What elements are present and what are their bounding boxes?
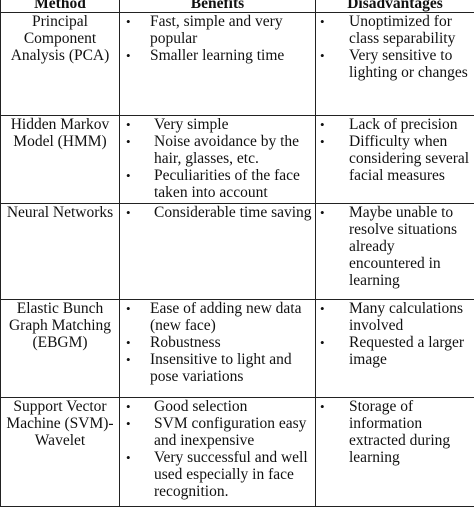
list-item: • Good selection: [120, 398, 315, 415]
disadvantages-cell: • Storage of information extracted during…: [315, 397, 474, 507]
method-cell: Principal Component Analysis (PCA): [0, 12, 120, 116]
disadvantages-list: • Maybe unable to resolve situations alre…: [316, 204, 474, 289]
bullet-icon: •: [320, 399, 325, 414]
benefit-text: Ease of adding new data (new face): [150, 300, 302, 334]
bullet-icon: •: [126, 134, 131, 149]
benefits-list: • Fast, simple and very popular • Smaller …: [120, 13, 315, 64]
list-item: • Lack of precision: [316, 116, 474, 133]
disadvantages-list: • Unoptimized for class separability • Ver…: [316, 13, 474, 81]
method-cell: Hidden Markov Model (HMM): [0, 115, 120, 204]
disadvantages-cell: • Many calculations involved • Requested a…: [315, 299, 474, 398]
benefits-list: • Good selection • SVM configuration easy …: [120, 398, 315, 500]
list-item: • Smaller learning time: [120, 47, 315, 64]
benefits-list: • Very simple • Noise avoidance by the hai…: [120, 116, 315, 201]
list-item: • Insensitive to light and pose variation…: [120, 351, 315, 385]
benefits-list: • Considerable time saving: [120, 204, 315, 221]
bullet-icon: •: [320, 14, 325, 29]
benefits-cell: • Ease of adding new data (new face) • Rob…: [119, 299, 316, 398]
bullet-icon: •: [126, 399, 131, 414]
list-item: • Ease of adding new data (new face): [120, 300, 315, 334]
bullet-icon: •: [320, 335, 325, 350]
list-item: • Unoptimized for class separability: [316, 13, 474, 47]
list-item: • Difficulty when considering several fac…: [316, 133, 474, 184]
disadvantages-list: • Many calculations involved • Requested a…: [316, 300, 474, 368]
benefit-text: Insensitive to light and pose variations: [150, 351, 292, 385]
disadvantages-list: • Lack of precision • Difficulty when cons…: [316, 116, 474, 184]
list-item: • Very simple: [120, 116, 315, 133]
disadvantage-text: Requested a larger image: [349, 334, 465, 368]
disadvantages-cell: • Maybe unable to resolve situations alre…: [315, 203, 474, 300]
list-item: • Fast, simple and very popular: [120, 13, 315, 47]
benefit-text: Noise avoidance by the hair, glasses, et…: [154, 133, 300, 167]
disadvantages-cell: • Unoptimized for class separability • Ver…: [315, 12, 474, 116]
list-item: • Peculiarities of the face taken into ac…: [120, 167, 315, 201]
table-row: Neural Networks • Considerable time savin…: [0, 203, 474, 300]
disadvantage-text: Very sensitive to lighting or changes: [349, 47, 468, 81]
disadvantages-list: • Storage of information extracted during…: [316, 398, 474, 466]
benefits-list: • Ease of adding new data (new face) • Rob…: [120, 300, 315, 385]
benefit-text: Peculiarities of the face taken into acc…: [154, 167, 300, 201]
list-item: • Very sensitive to lighting or changes: [316, 47, 474, 81]
bullet-icon: •: [126, 14, 131, 29]
disadvantage-text: Unoptimized for class separability: [349, 13, 456, 47]
list-item: • Robustness: [120, 334, 315, 351]
bullet-icon: •: [320, 117, 325, 132]
disadvantage-text: Maybe unable to resolve situations alrea…: [349, 204, 458, 289]
bullet-icon: •: [126, 168, 131, 183]
disadvantage-text: Lack of precision: [349, 116, 458, 133]
disadvantages-cell: • Lack of precision • Difficulty when cons…: [315, 115, 474, 204]
disadvantage-text: Many calculations involved: [349, 300, 464, 334]
list-item: • Very successful and well used especiall…: [120, 449, 315, 500]
bullet-icon: •: [320, 205, 325, 220]
list-item: • Many calculations involved: [316, 300, 474, 334]
method-cell: Neural Networks: [0, 203, 120, 300]
list-item: • SVM configuration easy and inexpensive: [120, 415, 315, 449]
table-row: Hidden Markov Model (HMM) • Very simple •…: [0, 115, 474, 204]
table-row: Elastic Bunch Graph Matching (EBGM) • Eas…: [0, 299, 474, 398]
benefit-text: Very simple: [154, 116, 229, 133]
benefits-cell: • Fast, simple and very popular • Smaller …: [119, 12, 316, 116]
benefits-cell: • Considerable time saving: [119, 203, 316, 300]
header-benefits: Benefits: [119, 0, 316, 13]
benefit-text: Smaller learning time: [150, 47, 285, 64]
list-item: • Maybe unable to resolve situations alre…: [316, 204, 474, 289]
benefit-text: Considerable time saving: [154, 204, 312, 221]
bullet-icon: •: [126, 205, 131, 220]
bullet-icon: •: [126, 117, 131, 132]
bullet-icon: •: [320, 48, 325, 63]
table-row: Principal Component Analysis (PCA) • Fast…: [0, 12, 474, 116]
header-disadvantages: Disadvantages: [315, 0, 474, 13]
table-row: Support Vector Machine (SVM)-Wavelet • Go…: [0, 397, 474, 507]
header-row: Method Benefits Disadvantages: [0, 0, 474, 13]
bullet-icon: •: [126, 416, 131, 431]
benefit-text: Very successful and well used especially…: [154, 449, 308, 500]
list-item: • Requested a larger image: [316, 334, 474, 368]
benefits-cell: • Very simple • Noise avoidance by the hai…: [119, 115, 316, 204]
benefit-text: Robustness: [150, 334, 221, 351]
list-item: • Storage of information extracted during…: [316, 398, 474, 466]
disadvantage-text: Storage of information extracted during …: [349, 398, 451, 466]
bullet-icon: •: [320, 301, 325, 316]
header-method: Method: [0, 0, 120, 13]
bullet-icon: •: [320, 134, 325, 149]
benefit-text: Good selection: [154, 398, 248, 415]
bullet-icon: •: [126, 450, 131, 465]
bullet-icon: •: [126, 48, 131, 63]
bullet-icon: •: [126, 335, 131, 350]
benefit-text: Fast, simple and very popular: [150, 13, 283, 47]
list-item: • Considerable time saving: [120, 204, 315, 221]
benefit-text: SVM configuration easy and inexpensive: [154, 415, 307, 449]
method-cell: Elastic Bunch Graph Matching (EBGM): [0, 299, 120, 398]
bullet-icon: •: [126, 301, 131, 316]
disadvantage-text: Difficulty when considering several faci…: [349, 133, 470, 184]
bullet-icon: •: [126, 352, 131, 367]
method-cell: Support Vector Machine (SVM)-Wavelet: [0, 397, 120, 507]
benefits-cell: • Good selection • SVM configuration easy …: [119, 397, 316, 507]
list-item: • Noise avoidance by the hair, glasses, e…: [120, 133, 315, 167]
